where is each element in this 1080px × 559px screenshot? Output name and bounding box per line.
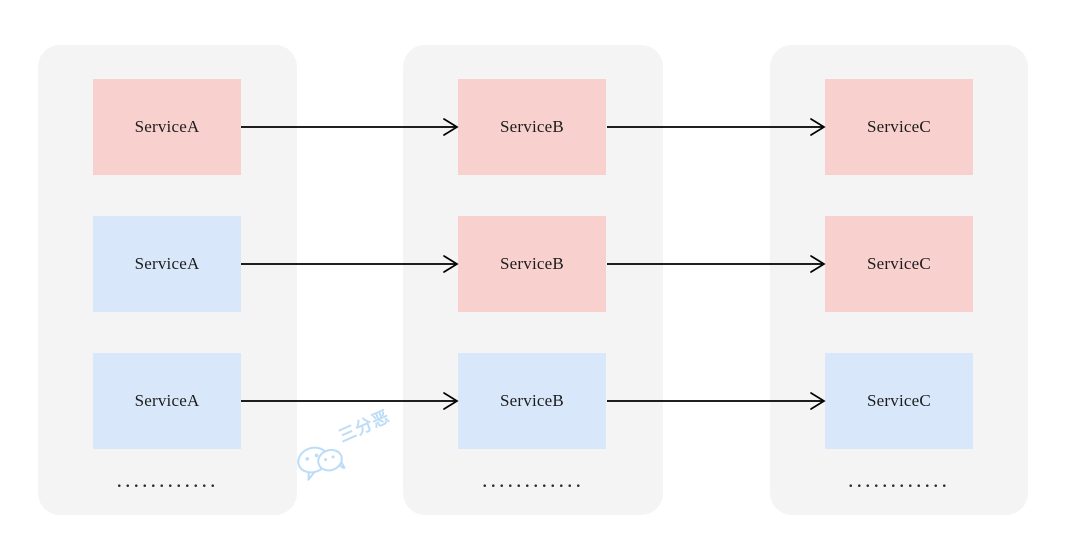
arrow-connector <box>241 253 459 275</box>
service-node[interactable]: ServiceA <box>93 216 241 312</box>
service-node-label: ServiceA <box>134 391 200 410</box>
arrow-connector <box>241 116 459 138</box>
watermark: 三分恶 <box>296 407 416 481</box>
service-node[interactable]: ServiceC <box>825 353 973 449</box>
wechat-icon <box>291 434 353 488</box>
service-node-label: ServiceB <box>500 254 564 273</box>
service-node-label: ServiceB <box>500 391 564 410</box>
service-node-label: ServiceC <box>867 391 931 410</box>
service-node-label: ServiceA <box>134 117 200 136</box>
service-node-label: ServiceC <box>867 117 931 136</box>
service-node[interactable]: ServiceB <box>458 216 606 312</box>
arrow-connector <box>607 390 826 412</box>
arrow-connector <box>607 253 826 275</box>
arrow-connector <box>241 390 459 412</box>
service-node[interactable]: ServiceC <box>825 79 973 175</box>
column-ellipsis: ............ <box>482 467 584 492</box>
column-ellipsis: ............ <box>848 467 950 492</box>
service-node-label: ServiceB <box>500 117 564 136</box>
service-node-label: ServiceC <box>867 254 931 273</box>
service-node[interactable]: ServiceB <box>458 353 606 449</box>
service-node[interactable]: ServiceA <box>93 79 241 175</box>
arrow-connector <box>607 116 826 138</box>
service-node[interactable]: ServiceA <box>93 353 241 449</box>
column-ellipsis: ............ <box>116 467 219 492</box>
service-node[interactable]: ServiceB <box>458 79 606 175</box>
service-node[interactable]: ServiceC <box>825 216 973 312</box>
service-node-label: ServiceA <box>134 254 200 273</box>
